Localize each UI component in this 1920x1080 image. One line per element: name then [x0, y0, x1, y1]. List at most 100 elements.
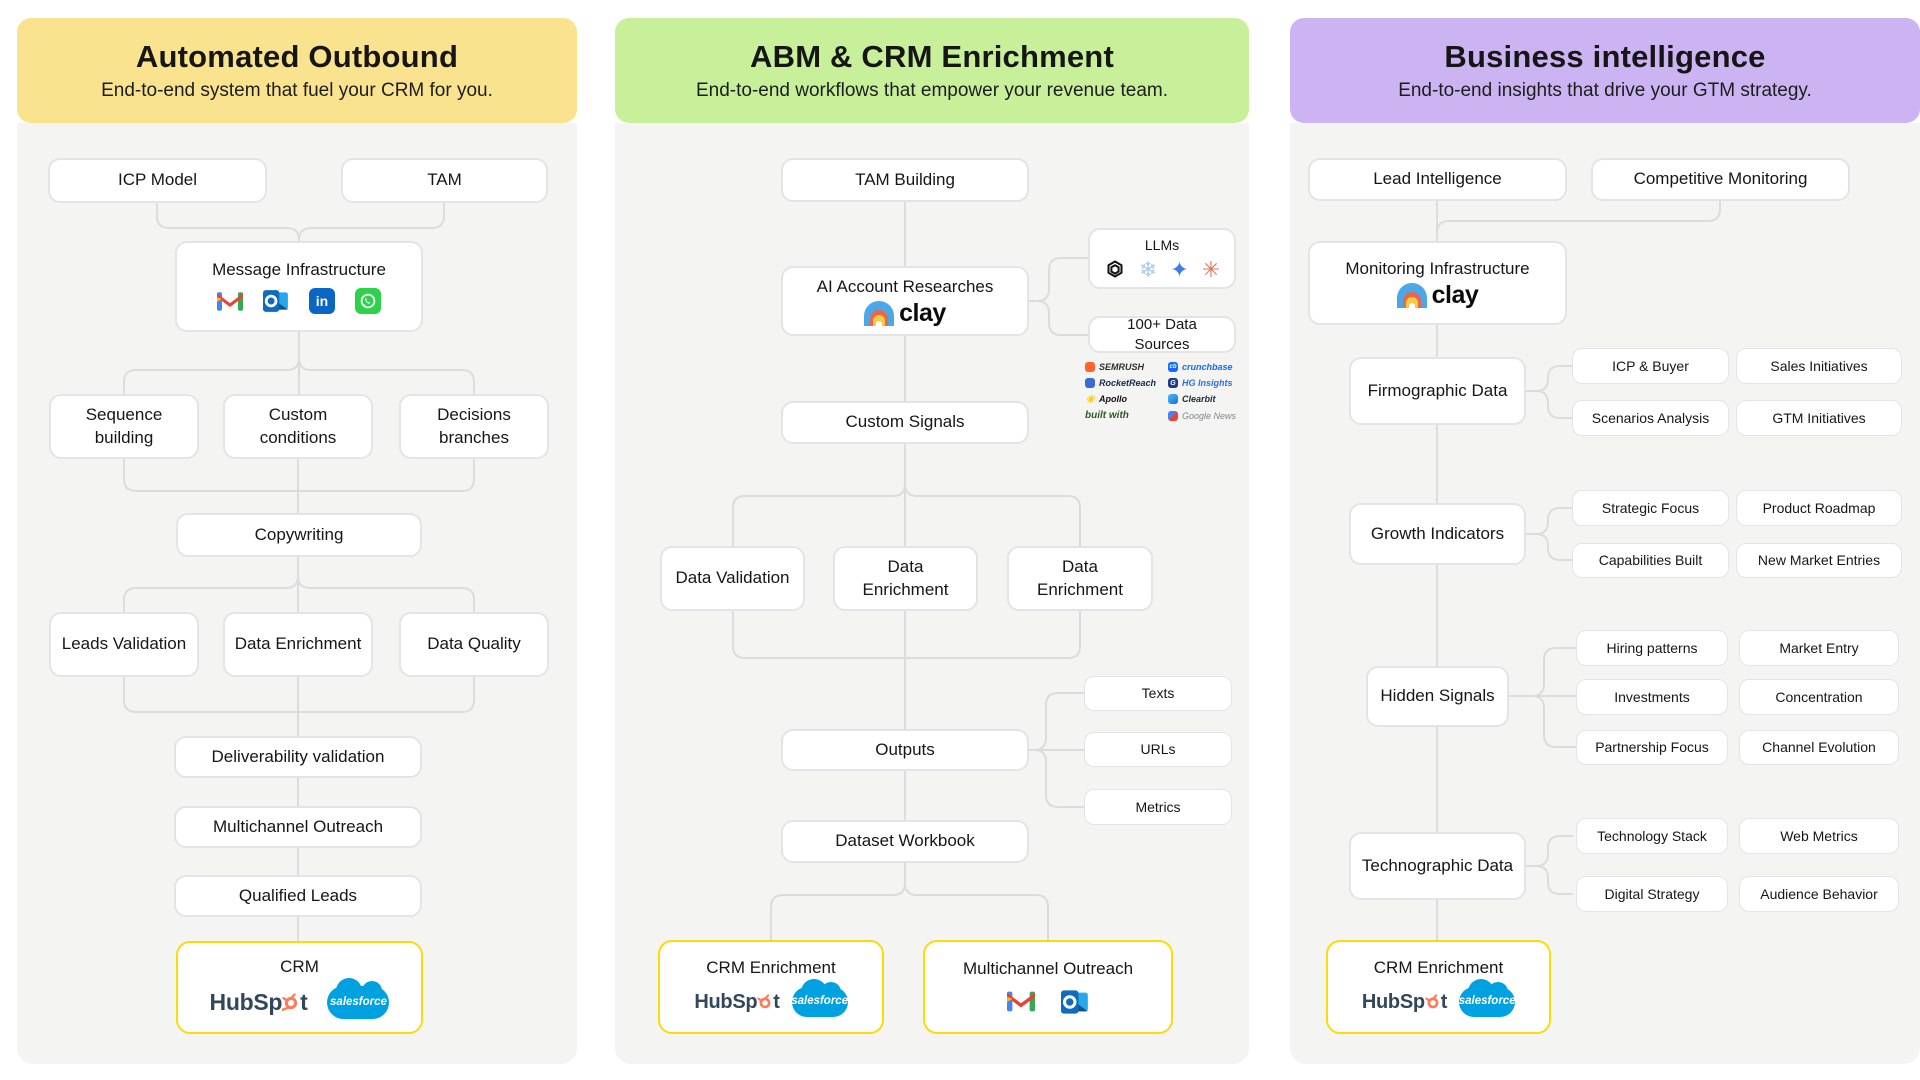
connector-wires [732, 201, 1089, 941]
anthropic-icon: ✳ [1201, 256, 1221, 282]
panel-3-title: Business intelligence [1444, 39, 1766, 74]
node-data-validation: Data Validation [660, 546, 805, 611]
node-decisions-branches: Decisions branches [399, 394, 549, 459]
node-technographic-data: Technographic Data [1349, 832, 1526, 900]
panel-1-subtitle: End-to-end system that fuel your CRM for… [101, 80, 493, 101]
outreach-channel-icons [1007, 988, 1089, 1016]
hubspot-logo: HubSp t [1361, 990, 1448, 1013]
panel-automated-outbound: Automated Outbound End-to-end system tha… [17, 18, 577, 1064]
panel-3-header: Business intelligence End-to-end insight… [1290, 18, 1920, 123]
node-message-infrastructure: Message Infrastructure in [175, 241, 423, 332]
salesforce-logo: salesforce [1459, 978, 1516, 1017]
salesforce-logo: salesforce [327, 977, 390, 1019]
node-outputs: Outputs [781, 729, 1029, 771]
outlook-icon [263, 290, 288, 313]
node-data-sources: 100+ Data Sources [1088, 316, 1236, 353]
node-crm-enrichment: CRM Enrichment HubSp t salesforce [1326, 940, 1551, 1034]
panel-business-intelligence: Business intelligence End-to-end insight… [1290, 18, 1920, 1064]
apollo-logo: ✳Apollo [1085, 393, 1127, 406]
builtwith-logo: built with [1085, 410, 1129, 421]
node-metrics: Metrics [1084, 789, 1232, 825]
node-crm-enrichment: CRM Enrichment HubSp t salesforce [658, 940, 884, 1034]
panel-abm-crm-enrichment: ABM & CRM Enrichment End-to-end workflow… [615, 18, 1249, 1064]
clearbit-logo: Clearbit [1168, 394, 1243, 404]
node-monitoring-infrastructure: Monitoring Infrastructure clay [1308, 241, 1567, 325]
node-urls: URLs [1084, 732, 1232, 767]
google-news-logo: Google News [1168, 410, 1243, 421]
node-data-enrichment: Data Enrichment [223, 612, 373, 677]
node-custom-conditions: Custom conditions [223, 394, 373, 459]
node-channel-evolution: Channel Evolution [1739, 730, 1899, 765]
panel-2-title: ABM & CRM Enrichment [750, 39, 1114, 74]
node-leads-validation: Leads Validation [49, 612, 199, 677]
hubspot-sprocket-icon [282, 993, 298, 1012]
crm-enrichment-logos: HubSp t salesforce [694, 978, 848, 1017]
clay-arch-icon [1396, 283, 1427, 309]
node-growth-indicators: Growth Indicators [1349, 503, 1526, 565]
node-hidden-signals: Hidden Signals [1366, 666, 1509, 727]
node-scenarios-analysis: Scenarios Analysis [1572, 400, 1729, 436]
node-strategic-focus: Strategic Focus [1572, 490, 1729, 526]
node-technology-stack: Technology Stack [1576, 818, 1728, 854]
node-data-quality: Data Quality [399, 612, 549, 677]
node-digital-strategy: Digital Strategy [1576, 876, 1728, 912]
node-new-market-entries: New Market Entries [1736, 543, 1902, 578]
whatsapp-icon [355, 288, 381, 315]
node-dataset-workbook: Dataset Workbook [781, 820, 1029, 863]
hubspot-sprocket-icon [1425, 993, 1439, 1009]
node-sequence-building: Sequence building [49, 394, 199, 459]
clay-logo: clay [1396, 283, 1479, 309]
node-audience-behavior: Audience Behavior [1739, 876, 1899, 912]
node-texts: Texts [1084, 676, 1232, 711]
panel-2-subtitle: End-to-end workflows that empower your r… [695, 80, 1169, 101]
outlook-icon [1061, 990, 1088, 1014]
node-web-metrics: Web Metrics [1739, 818, 1899, 854]
panel-2-header: ABM & CRM Enrichment End-to-end workflow… [615, 18, 1249, 123]
hubspot-logo: HubSp t [209, 988, 308, 1015]
node-tam: TAM [341, 158, 548, 203]
node-partnership-focus: Partnership Focus [1576, 730, 1728, 765]
node-data-enrichment-2: Data Enrichment [1007, 546, 1153, 611]
salesforce-logo: salesforce [791, 978, 848, 1017]
node-multichannel-outreach: Multichannel Outreach [923, 940, 1173, 1034]
openai-icon [1107, 260, 1123, 278]
rocketreach-logo: RocketReach [1085, 378, 1160, 388]
llm-icons: ❄ ✦ ✳ [1104, 256, 1221, 282]
node-investments: Investments [1576, 679, 1728, 715]
gmail-icon [217, 292, 243, 311]
clay-logo: clay [864, 301, 946, 327]
connector-wires [123, 202, 475, 942]
panel-1-header: Automated Outbound End-to-end system tha… [17, 18, 577, 123]
node-copywriting: Copywriting [176, 513, 422, 557]
crm-logos: HubSp t salesforce [209, 977, 390, 1019]
snowflake-ai-icon: ❄ [1138, 256, 1158, 282]
gemini-icon: ✦ [1170, 256, 1189, 282]
node-icp-model: ICP Model [48, 158, 267, 203]
crm-enrichment-logos: HubSp t salesforce [1361, 978, 1516, 1017]
node-multichannel-outreach: Multichannel Outreach [174, 806, 422, 848]
node-qualified-leads: Qualified Leads [174, 875, 422, 917]
node-gtm-initiatives: GTM Initiatives [1736, 400, 1902, 436]
node-lead-intelligence: Lead Intelligence [1308, 158, 1567, 201]
node-capabilities-built: Capabilities Built [1572, 543, 1729, 578]
node-ai-account-researches: AI Account Researches clay [781, 266, 1029, 336]
hubspot-sprocket-icon [757, 993, 771, 1009]
node-concentration: Concentration [1739, 679, 1899, 715]
node-llms: LLMs ❄ ✦ ✳ [1088, 228, 1236, 289]
node-market-entry: Market Entry [1739, 630, 1899, 666]
linkedin-icon: in [309, 288, 335, 315]
gmail-icon [1007, 991, 1035, 1012]
semrush-logo: SEMRUSH [1085, 362, 1160, 372]
panel-3-subtitle: End-to-end insights that drive your GTM … [1398, 80, 1812, 101]
hubspot-logo: HubSp t [694, 990, 780, 1013]
node-sales-initiatives: Sales Initiatives [1736, 348, 1902, 384]
panel-1-title: Automated Outbound [135, 39, 459, 74]
node-custom-signals: Custom Signals [781, 401, 1029, 444]
node-firmographic-data: Firmographic Data [1349, 357, 1526, 425]
node-deliverability-validation: Deliverability validation [174, 736, 422, 778]
clay-arch-icon [864, 301, 895, 327]
node-data-enrichment-1: Data Enrichment [833, 546, 978, 611]
